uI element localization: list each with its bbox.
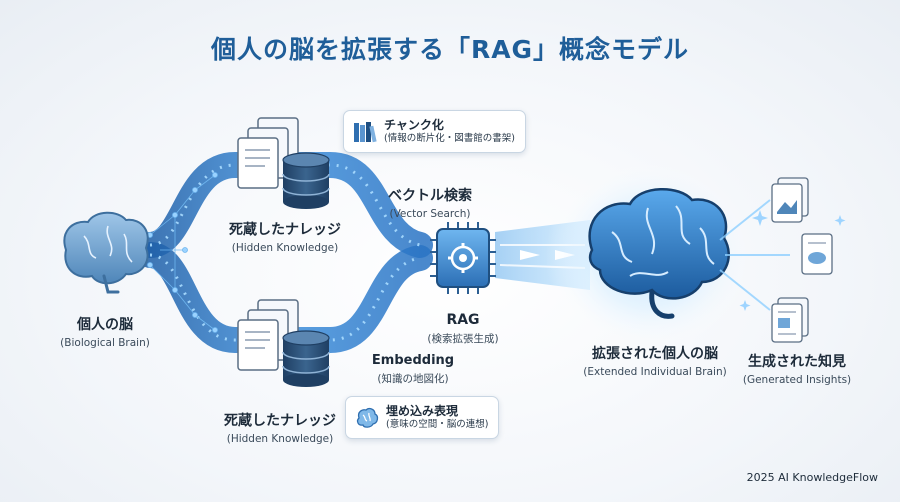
rag-title: RAG bbox=[446, 312, 480, 328]
insights-sub: (Generated Insights) bbox=[742, 374, 852, 386]
extended-brain-icon bbox=[545, 160, 755, 350]
vector-search-sub: (Vector Search) bbox=[389, 208, 471, 220]
rag-chip-icon bbox=[430, 222, 496, 294]
insight-chart-doc-icon bbox=[801, 233, 833, 275]
hidden-top-title: 死蔵したナレッジ bbox=[229, 222, 341, 238]
callout-embedding-representation: 埋め込み表現 (意味の空間・脳の連想) bbox=[345, 396, 500, 439]
hidden-bottom-sub: (Hidden Knowledge) bbox=[226, 433, 334, 445]
label-vector-search: ベクトル検索 (Vector Search) bbox=[375, 185, 485, 220]
label-hidden-knowledge-bottom: 死蔵したナレッジ (Hidden Knowledge) bbox=[195, 410, 365, 445]
label-hidden-knowledge-top: 死蔵したナレッジ (Hidden Knowledge) bbox=[200, 219, 370, 254]
extended-brain-title: 拡張された個人の脳 bbox=[592, 346, 718, 362]
hidden-bottom-title: 死蔵したナレッジ bbox=[224, 413, 336, 429]
insights-title: 生成された知見 bbox=[748, 354, 846, 370]
database-icon-top bbox=[282, 152, 330, 209]
vector-search-title: ベクトル検索 bbox=[388, 188, 472, 204]
rag-sub: (検索拡張生成) bbox=[427, 333, 499, 345]
callout-chunking-label: チャンク化 bbox=[384, 118, 444, 132]
hidden-top-sub: (Hidden Knowledge) bbox=[231, 242, 339, 254]
label-extended-brain: 拡張された個人の脳 (Extended Individual Brain) bbox=[565, 343, 745, 378]
footer-credit: 2025 AI KnowledgeFlow bbox=[746, 471, 878, 484]
callout-embedding-label: 埋め込み表現 bbox=[386, 404, 459, 418]
embedding-sub: (知識の地図化) bbox=[377, 373, 449, 385]
embedding-title: Embedding bbox=[371, 353, 455, 368]
label-personal-brain: 個人の脳 (Biological Brain) bbox=[30, 314, 180, 349]
brain-icon bbox=[356, 407, 379, 428]
callout-embedding-sub: (意味の空間・脳の連想) bbox=[386, 419, 489, 431]
sparkle-icons bbox=[739, 210, 846, 311]
personal-brain-title: 個人の脳 bbox=[77, 317, 133, 333]
page-title: 個人の脳を拡張する「RAG」概念モデル bbox=[210, 35, 690, 64]
insight-text-doc-icon bbox=[771, 297, 809, 343]
callout-chunking-sub: (情報の断片化・図書館の書架) bbox=[384, 133, 515, 145]
label-embedding: Embedding (知識の地図化) bbox=[368, 353, 458, 386]
document-stack-icon-bottom bbox=[237, 299, 299, 371]
books-icon bbox=[354, 121, 377, 142]
personal-brain-sub: (Biological Brain) bbox=[60, 337, 150, 349]
label-generated-insights: 生成された知見 (Generated Insights) bbox=[732, 351, 862, 386]
label-rag: RAG (検索拡張生成) bbox=[413, 312, 513, 346]
callout-chunking: チャンク化 (情報の断片化・図書館の書架) bbox=[343, 110, 526, 153]
extended-brain-sub: (Extended Individual Brain) bbox=[583, 366, 727, 378]
database-icon-bottom bbox=[282, 330, 330, 387]
insight-beams bbox=[719, 199, 790, 311]
personal-brain-icon bbox=[63, 211, 149, 294]
insight-image-doc-icon bbox=[771, 177, 809, 223]
